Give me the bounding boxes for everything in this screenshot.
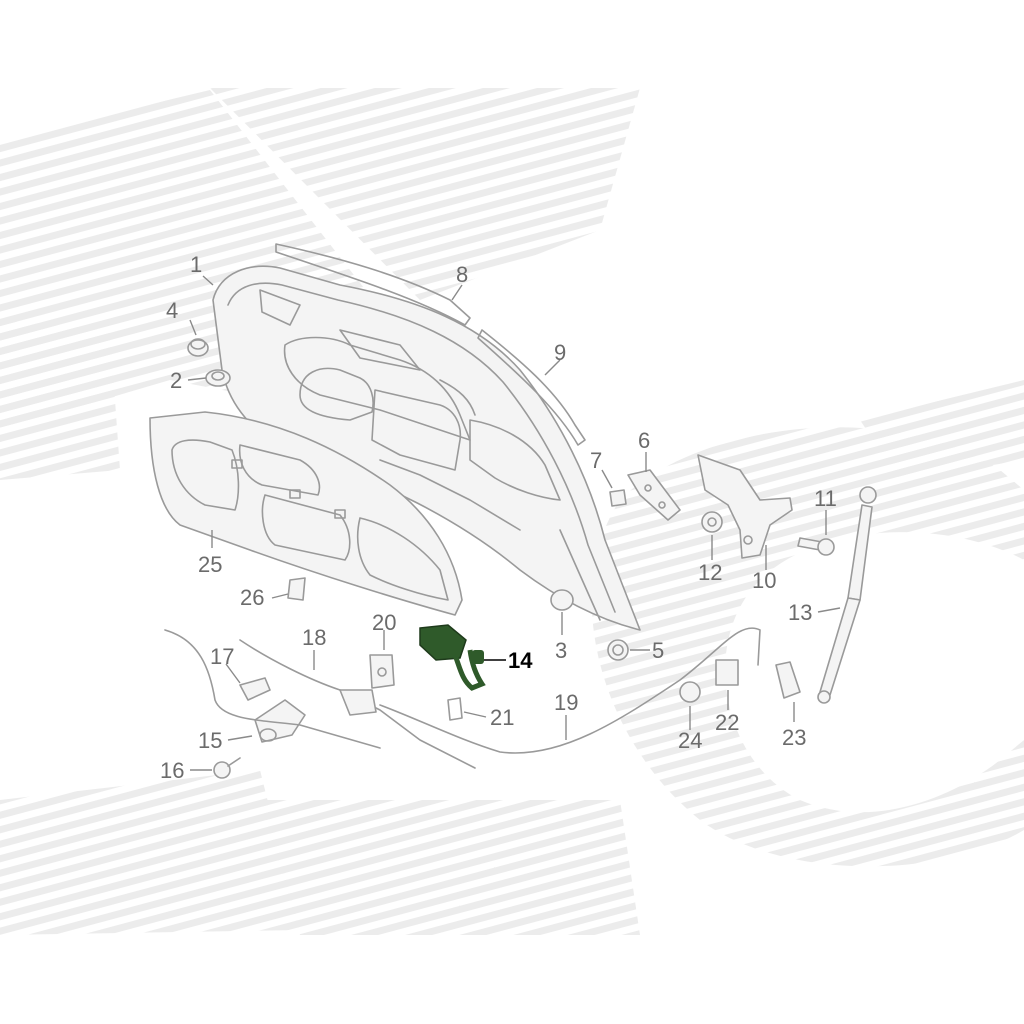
callout-21: 21: [490, 705, 514, 730]
callout-10: 10: [752, 568, 776, 593]
clip-21: [447, 697, 463, 721]
callout-22: 22: [715, 710, 739, 735]
callout-20: 20: [372, 610, 396, 635]
bump-stop-24: [679, 681, 701, 703]
callout-11: 11: [814, 486, 837, 511]
clip-7: [609, 489, 627, 507]
callout-3: 3: [555, 638, 567, 663]
callout-4: 4: [166, 298, 178, 323]
bracket-17: [239, 677, 271, 701]
hood-seal-front: [275, 243, 471, 326]
hinge-10: [697, 454, 793, 559]
callout-19: 19: [554, 690, 578, 715]
hood-seal-side: [477, 329, 586, 446]
callout-18: 18: [302, 625, 326, 650]
callout-12: 12: [698, 560, 722, 585]
callout-6: 6: [638, 428, 650, 453]
hood-insulation-liner: [149, 411, 463, 616]
bump-stop-3: [550, 589, 574, 611]
callout-25: 25: [198, 552, 222, 577]
callout-15: 15: [198, 728, 222, 753]
leader-lines: [187, 275, 841, 771]
callout-8: 8: [456, 262, 468, 287]
catch-22: [715, 659, 739, 686]
hood-latch-highlighted: [419, 624, 486, 691]
callout-26: 26: [240, 585, 264, 610]
callout-9: 9: [554, 340, 566, 365]
callout-1: 1: [190, 252, 202, 277]
callout-labels: 1 4 2 3 5 6 7 8 9 10 11 12 13 14 15 16 1…: [160, 252, 837, 783]
callout-13: 13: [788, 600, 812, 625]
lock-plate-20: [369, 654, 395, 689]
callout-2: 2: [170, 368, 182, 393]
bushing-12: [701, 511, 723, 533]
hood-panel: [212, 265, 641, 631]
callout-14: 14: [508, 648, 533, 673]
cable-18: [239, 639, 476, 769]
bump-stop-4: [187, 338, 209, 357]
bracket-23: [775, 661, 801, 699]
callout-16: 16: [160, 758, 184, 783]
callout-5: 5: [652, 638, 664, 663]
bolt-11: [797, 537, 835, 556]
callout-23: 23: [782, 725, 806, 750]
callout-7: 7: [590, 448, 602, 473]
callout-17: 17: [210, 644, 234, 669]
grommet-5: [607, 639, 629, 661]
callout-24: 24: [678, 728, 702, 753]
bolt-16: [213, 757, 241, 779]
release-cable-19: [164, 627, 761, 754]
gas-strut-13: [817, 486, 877, 704]
bump-stop-2: [205, 369, 231, 387]
clip-26: [287, 577, 306, 601]
